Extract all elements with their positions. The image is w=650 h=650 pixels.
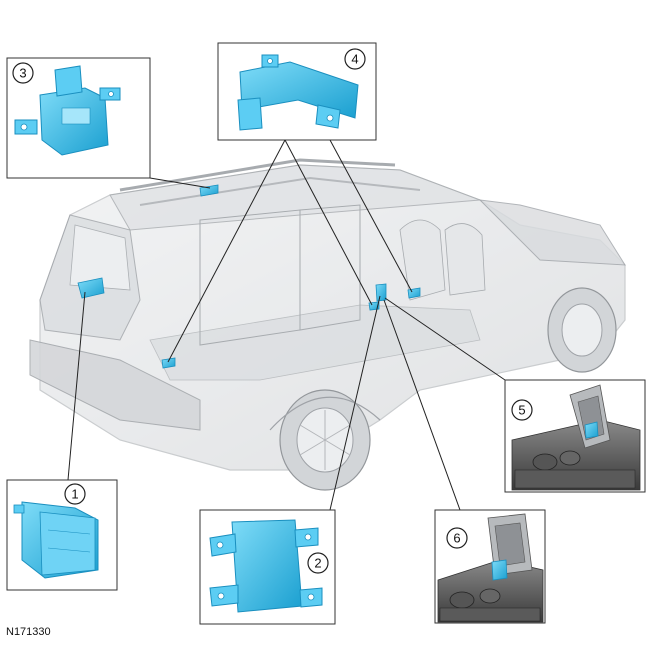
callout-5-box: 5 — [504, 379, 646, 493]
module-markers-on-vehicle — [77, 184, 421, 369]
callout-5-number: 5 — [518, 403, 525, 418]
callout-6-marker — [446, 527, 468, 549]
module-1-illustration — [13, 501, 99, 579]
callout-6-box: 6 — [434, 509, 546, 624]
callout-6-number: 6 — [453, 531, 460, 546]
callout-2-marker — [307, 552, 329, 574]
callout-3-number: 3 — [19, 66, 26, 81]
leader-lines — [67, 139, 506, 511]
callout-1-marker — [64, 483, 86, 505]
callout-4-marker — [344, 48, 366, 70]
callout-5-marker — [511, 399, 533, 421]
callout-3-box: 3 — [6, 57, 151, 179]
callout-4-number: 4 — [351, 52, 358, 67]
callout-2-box: 2 — [199, 509, 336, 625]
module-4-illustration — [237, 54, 359, 131]
callout-4-box: 4 — [217, 42, 377, 141]
callout-1-number: 1 — [71, 487, 78, 502]
vehicle-ghost-illustration — [29, 158, 626, 491]
console-5-illustration — [511, 384, 641, 491]
callout-3-marker — [12, 62, 34, 84]
callout-2-number: 2 — [314, 556, 321, 571]
module-3-illustration — [14, 65, 121, 156]
figure-reference-code: N171330 — [6, 626, 51, 638]
callout-1-box: 1 — [6, 479, 118, 591]
module-2-illustration — [209, 519, 323, 613]
console-6-illustration — [437, 513, 544, 623]
